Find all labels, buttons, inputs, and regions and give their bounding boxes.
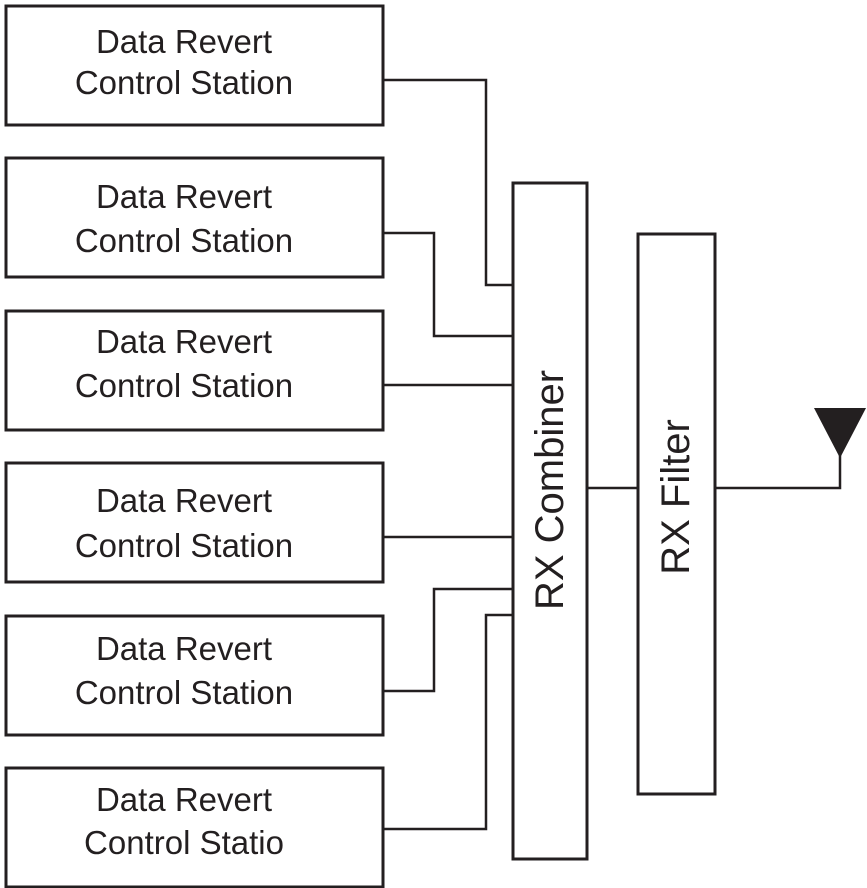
station-2-label-line1: Data Revert (96, 178, 272, 215)
station-4-label-line2: Control Station (75, 527, 293, 564)
station-box-6: Data Revert Control Statio (4, 766, 385, 888)
station-1-label-line2: Control Station (75, 64, 293, 101)
wire-station-6 (383, 613, 513, 831)
rx-filter-block: RX Filter (636, 232, 717, 796)
station-box-1: Data Revert Control Station (4, 4, 385, 127)
station-3-label-line2: Control Station (75, 367, 293, 404)
station-5-label-line2: Control Station (75, 674, 293, 711)
wire-station-1 (383, 78, 513, 287)
station-6-label-line1: Data Revert (96, 781, 272, 818)
station-1-label-line1: Data Revert (96, 23, 272, 60)
station-box-2: Data Revert Control Station (4, 156, 385, 279)
station-3-label-line1: Data Revert (96, 323, 272, 360)
station-4-label-line1: Data Revert (96, 482, 272, 519)
rx-combiner-block: RX Combiner (511, 181, 589, 861)
wire-station-2 (383, 231, 513, 338)
station-box-3: Data Revert Control Station (4, 309, 385, 432)
station-box-4: Data Revert Control Station (4, 461, 385, 584)
rx-filter-label: RX Filter (654, 419, 698, 575)
station-5-label-line1: Data Revert (96, 630, 272, 667)
antenna-icon (814, 408, 866, 458)
station-box-5: Data Revert Control Station (4, 614, 385, 737)
rx-combiner-label: RX Combiner (528, 370, 572, 610)
station-6-label-line2: Control Statio (84, 824, 284, 861)
wire-station-5 (383, 587, 513, 693)
wire-filter-antenna (715, 446, 842, 490)
station-2-label-line2: Control Station (75, 222, 293, 259)
